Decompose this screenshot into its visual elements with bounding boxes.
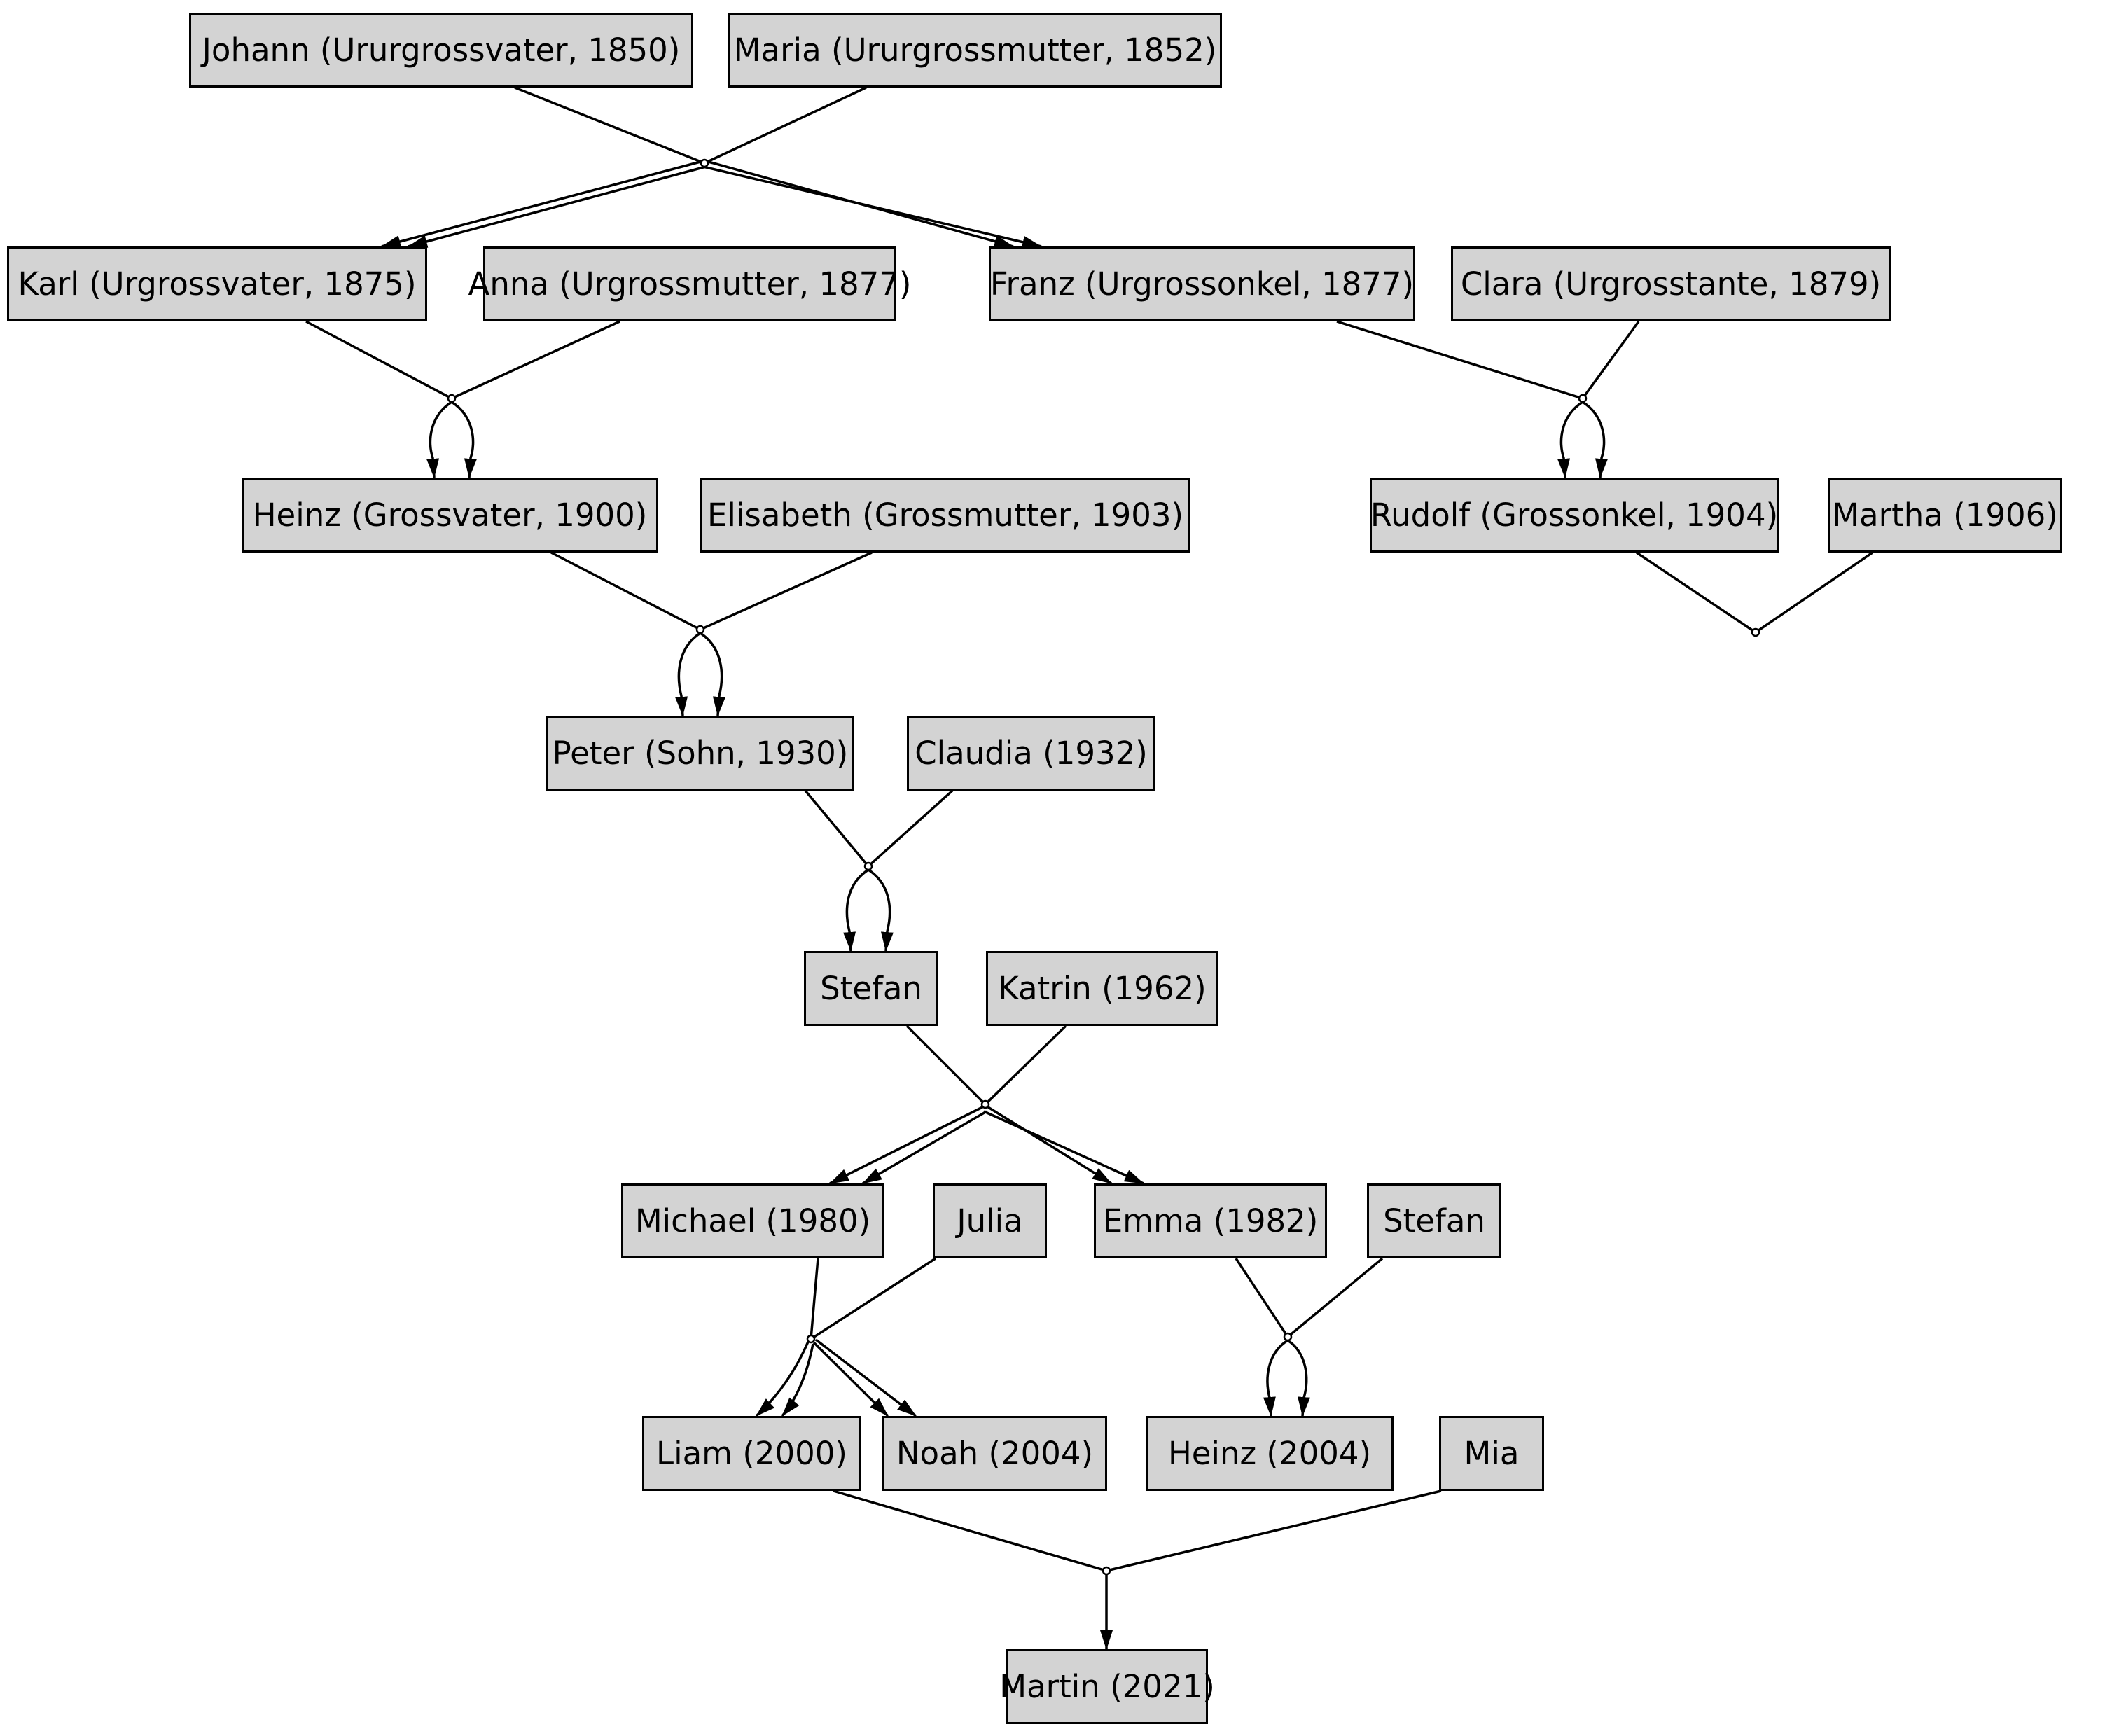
edge-karl-to-junction2 [305, 320, 452, 400]
node-stefan-2: Stefan [1367, 1183, 1501, 1258]
node-noah: Noah (2004) [882, 1416, 1107, 1491]
node-karl: Karl (Urgrossvater, 1875) [7, 246, 427, 321]
node-michael: Michael (1980) [621, 1183, 884, 1258]
edge-michael-to-junction7 [810, 1258, 819, 1340]
edge-anna-to-junction2 [451, 320, 620, 400]
node-mia: Mia [1439, 1416, 1544, 1491]
edge-katrin-to-junction6 [984, 1025, 1067, 1106]
edge-peter-to-junction5 [804, 789, 870, 868]
edge-rudolf-to-junction10 [1636, 551, 1756, 634]
edge-junction1-to-karl-b [408, 165, 707, 248]
node-franz: Franz (Urgrossonkel, 1877) [989, 246, 1415, 321]
junction-dot-franz-clara [1578, 394, 1588, 403]
junction-dot-heinz-elisabeth [695, 625, 705, 634]
edge-junction6-to-michael-a [829, 1106, 983, 1185]
edge-junction1-to-franz-b [702, 165, 1042, 249]
node-martin: Martin (2021) [999, 1649, 1215, 1724]
junction-dot-johann-maria [700, 158, 709, 168]
junction-dot-michael-julia [806, 1334, 816, 1344]
edge-junction4-to-peter-a [675, 632, 701, 716]
edge-junction4-to-peter-b [700, 632, 725, 716]
node-emma: Emma (1982) [1094, 1183, 1327, 1258]
edge-junction7-to-liam-b [781, 1343, 814, 1417]
edge-liam-to-junction9 [833, 1490, 1107, 1572]
edge-clara-to-junction3 [1581, 320, 1640, 400]
node-rudolf: Rudolf (Grossonkel, 1904) [1370, 478, 1779, 553]
node-claudia: Claudia (1932) [907, 716, 1155, 791]
junction-dot-peter-claudia [863, 861, 873, 871]
junction-dot-rudolf-martha [1751, 627, 1760, 637]
edge-stefan2-to-junction8 [1286, 1257, 1384, 1338]
edge-junction6-to-emma-b [983, 1110, 1144, 1185]
node-julia: Julia [933, 1183, 1047, 1258]
edge-junction2-to-heinz-b [451, 401, 477, 478]
node-elisabeth: Elisabeth (Grossmutter, 1903) [700, 478, 1190, 553]
edge-junction8-to-heinz2-b [1286, 1339, 1311, 1417]
edge-emma-to-junction8 [1235, 1258, 1289, 1338]
edge-junction7-to-noah-a [812, 1341, 889, 1417]
node-liam: Liam (2000) [642, 1416, 861, 1491]
edge-junction6-to-emma-a [987, 1106, 1112, 1185]
node-heinz-2: Heinz (2004) [1146, 1416, 1394, 1491]
edge-junction7-to-liam-a [755, 1341, 810, 1417]
node-peter: Peter (Sohn, 1930) [546, 716, 854, 791]
edge-elisabeth-to-junction4 [700, 551, 873, 631]
node-stefan: Stefan [804, 951, 938, 1026]
edge-junction7-to-noah-b [814, 1338, 917, 1417]
edge-maria-to-junction1 [704, 86, 867, 165]
edge-junction5-to-stefan1-a [843, 868, 869, 952]
edge-junction6-to-michael-b [862, 1110, 987, 1185]
edge-martha-to-junction10 [1755, 551, 1873, 634]
edge-julia-to-junction7 [810, 1257, 936, 1340]
edge-junction3-to-rudolf-b [1582, 401, 1608, 478]
edge-junction3-to-rudolf-a [1557, 401, 1583, 478]
edge-junction5-to-stefan1-b [868, 868, 894, 952]
edge-johann-to-junction1 [514, 86, 705, 165]
edge-franz-to-junction3 [1336, 320, 1583, 400]
junction-dot-karl-anna [447, 394, 457, 403]
node-martha: Martha (1906) [1828, 478, 2062, 553]
junction-dot-emma-stefan [1283, 1332, 1293, 1342]
edge-junction8-to-heinz2-a [1263, 1339, 1288, 1417]
junction-dot-liam-mia [1102, 1566, 1111, 1576]
node-anna: Anna (Urgrossmutter, 1877) [468, 246, 911, 321]
edge-mia-to-junction9 [1106, 1490, 1442, 1572]
node-clara: Clara (Urgrosstante, 1879) [1451, 246, 1891, 321]
node-heinz: Heinz (Grossvater, 1900) [242, 478, 658, 553]
node-maria: Maria (Ururgrossmutter, 1852) [728, 13, 1222, 88]
edge-junction1-to-karl-a [381, 160, 704, 248]
node-katrin: Katrin (1962) [986, 951, 1218, 1026]
node-johann: Johann (Ururgrossvater, 1850) [189, 13, 693, 88]
junction-dot-stefan-katrin [980, 1099, 990, 1109]
edge-heinz-to-junction4 [550, 551, 701, 631]
edge-claudia-to-junction5 [867, 789, 954, 868]
edge-stefan1-to-junction6 [905, 1025, 987, 1106]
edge-junction2-to-heinz-a [426, 401, 452, 478]
